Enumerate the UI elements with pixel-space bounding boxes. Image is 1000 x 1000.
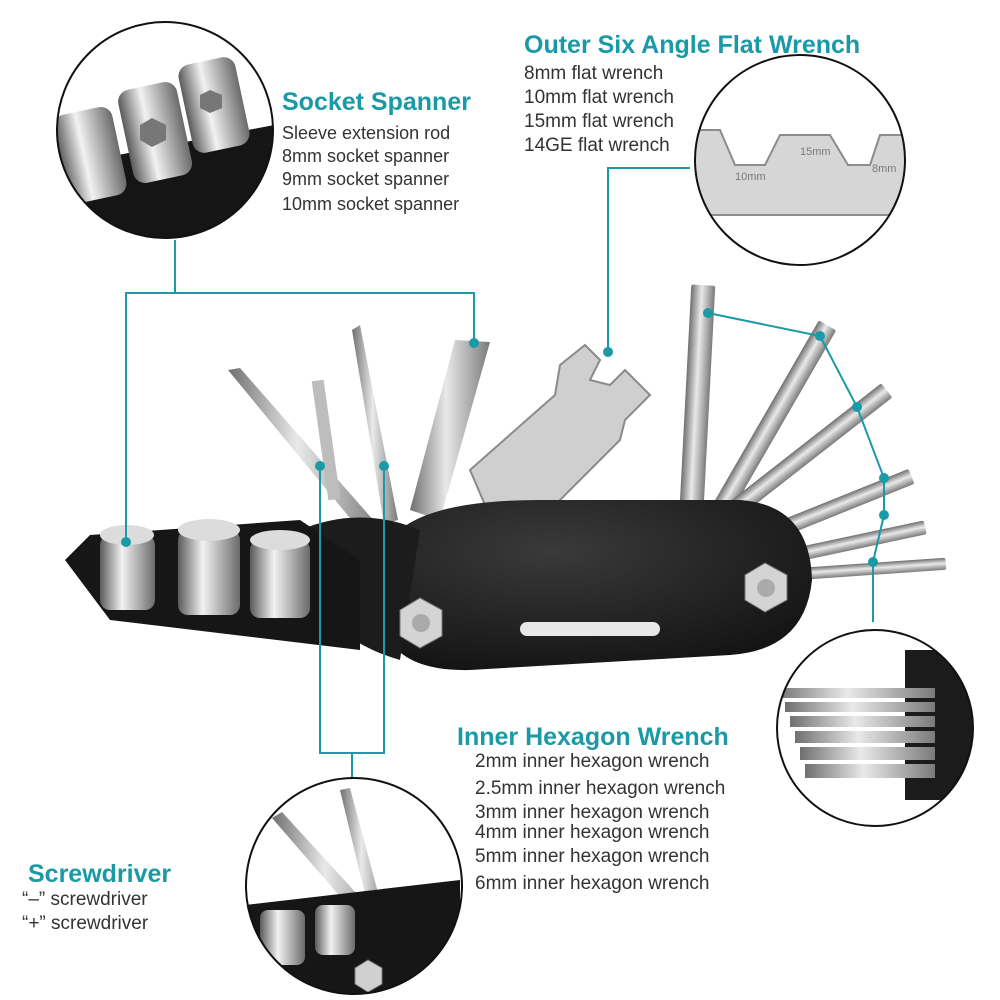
screwdriver-zoom bbox=[245, 777, 463, 995]
socket-spanner-zoom bbox=[56, 21, 274, 239]
list-item: 8mm flat wrench bbox=[524, 63, 664, 84]
multitool-main bbox=[65, 284, 947, 671]
hex-wrench-title: Inner Hexagon Wrench bbox=[457, 723, 729, 751]
list-item: 10mm flat wrench bbox=[524, 87, 674, 108]
list-item: “–” screwdriver bbox=[22, 889, 148, 910]
screwdriver-bits bbox=[228, 325, 490, 540]
tool-body bbox=[380, 500, 812, 671]
socket-spanner-list: Sleeve extension rod 8mm socket spanner … bbox=[282, 122, 459, 216]
hex-wrench-list: 2mm inner hexagon wrench 2.5mm inner hex… bbox=[475, 750, 725, 896]
list-item: Sleeve extension rod bbox=[282, 123, 451, 143]
flat-wrench-zoom: 10mm 15mm 8mm bbox=[694, 54, 906, 266]
list-item: 8mm socket spanner bbox=[282, 146, 450, 166]
list-item: 3mm inner hexagon wrench bbox=[475, 802, 710, 823]
list-item: 2.5mm inner hexagon wrench bbox=[475, 778, 726, 799]
list-item: 4mm inner hexagon wrench bbox=[475, 822, 710, 843]
screwdriver-list: “–” screwdriver “+” screwdriver bbox=[22, 888, 148, 936]
bolts bbox=[399, 562, 788, 649]
list-item: 15mm flat wrench bbox=[524, 111, 674, 132]
list-item: 10mm socket spanner bbox=[282, 194, 460, 214]
flat-wrench-title: Outer Six Angle Flat Wrench bbox=[524, 31, 861, 59]
engraving-8mm: 8mm bbox=[872, 163, 896, 175]
flat-wrench-list: 8mm flat wrench 10mm flat wrench 15mm fl… bbox=[524, 62, 674, 158]
main-sockets bbox=[100, 519, 310, 618]
list-item: 6mm inner hexagon wrench bbox=[475, 873, 710, 894]
list-item: “+” screwdriver bbox=[22, 913, 149, 934]
list-item: 9mm socket spanner bbox=[282, 169, 450, 189]
list-item: 5mm inner hexagon wrench bbox=[475, 846, 710, 867]
callout-dots bbox=[121, 308, 889, 567]
socket-spanner-title: Socket Spanner bbox=[282, 88, 471, 116]
list-item: 14GE flat wrench bbox=[524, 135, 670, 156]
screwdriver-title: Screwdriver bbox=[28, 860, 172, 888]
engraving-15mm: 15mm bbox=[800, 146, 831, 158]
engraving-10mm: 10mm bbox=[735, 171, 766, 183]
list-item: 2mm inner hexagon wrench bbox=[475, 751, 710, 772]
hex-wrench-zoom bbox=[776, 629, 974, 827]
